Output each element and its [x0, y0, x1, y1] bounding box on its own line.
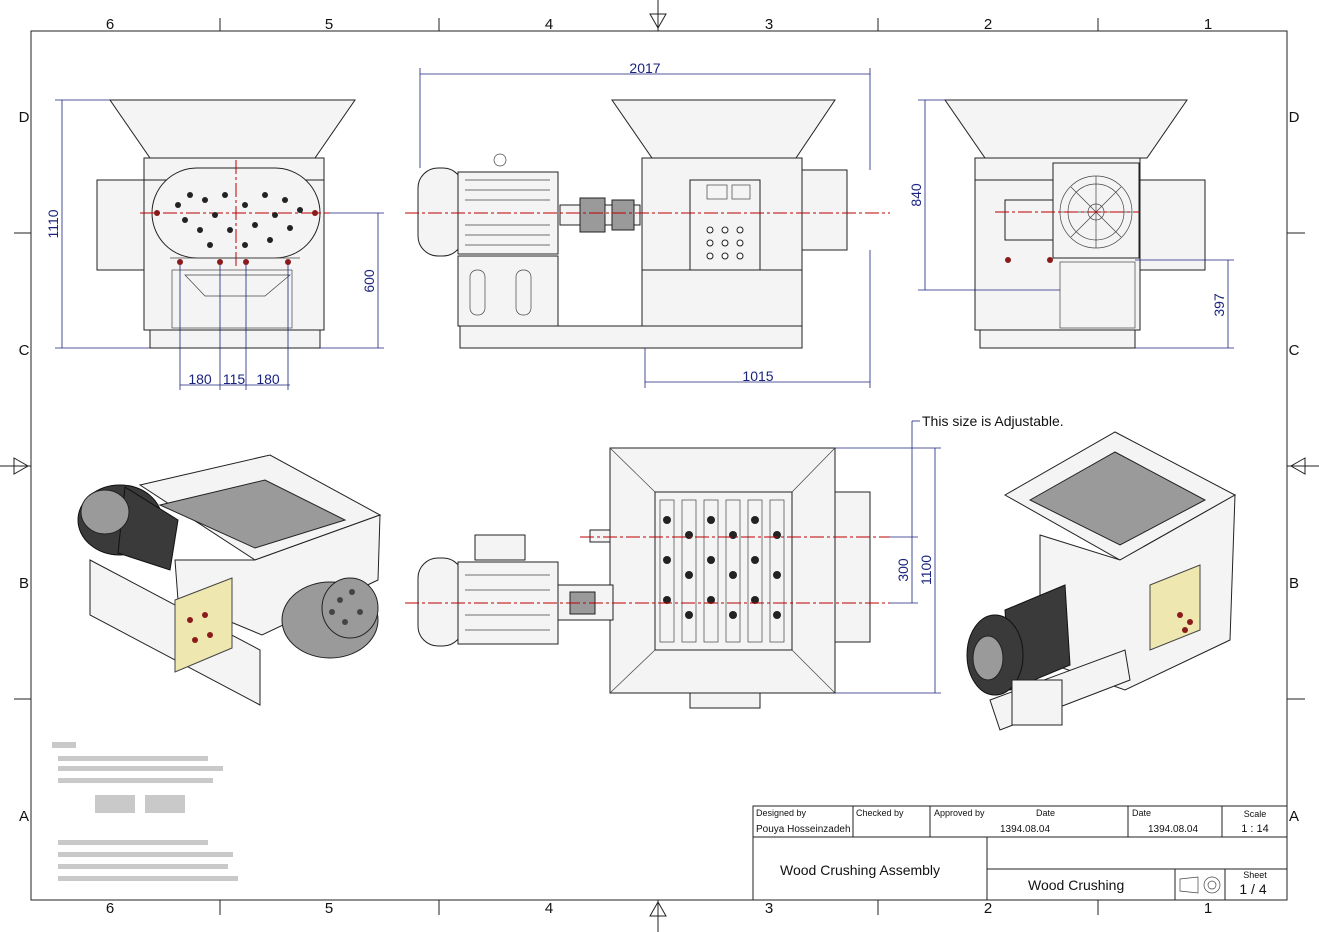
zone-col-6-top: 6 [106, 16, 114, 33]
iso-view-left [77, 454, 382, 706]
zone-row-b-left: B [19, 575, 29, 592]
scale-value: 1 : 14 [1241, 823, 1269, 835]
dim-hole-spacing-left: 180 [188, 371, 212, 387]
date-value-1: 1394.08.04 [1000, 824, 1050, 835]
zone-col-1-top: 1 [1204, 16, 1212, 33]
dim-side-height: 840 [908, 183, 924, 207]
dim-front-height: 1110 [45, 209, 61, 238]
front-holes [175, 192, 303, 248]
zone-col-3-top: 3 [765, 16, 773, 33]
zone-row-c-left: C [19, 342, 30, 359]
dim-hole-spacing-mid: 115 [223, 371, 246, 387]
end-dimension-lines [918, 99, 1234, 349]
dim-overall-length: 2017 [629, 60, 660, 76]
sheet-label: Sheet [1243, 870, 1267, 880]
zone-row-c-right: C [1289, 342, 1300, 359]
zone-ticks [14, 18, 1305, 915]
title-block [752, 805, 1288, 901]
plan-dimension-lines [835, 420, 941, 694]
sheet-value: 1 / 4 [1239, 881, 1266, 897]
zone-col-6-bottom: 6 [106, 900, 114, 917]
dim-plan-offset: 300 [895, 558, 911, 582]
end-view [944, 99, 1206, 349]
zone-col-1-bottom: 1 [1204, 900, 1212, 917]
side-view [405, 99, 890, 349]
date-label-2: Date [1132, 808, 1151, 818]
scale-label: Scale [1244, 809, 1267, 819]
front-view [96, 99, 356, 349]
plan-cutters [659, 499, 785, 643]
zone-col-2-bottom: 2 [984, 900, 992, 917]
approved-by-label: Approved by [934, 808, 985, 818]
blurred-notes [52, 742, 238, 881]
front-dimension-lines [55, 99, 384, 390]
side-dimension-lines [419, 68, 871, 388]
zone-row-d-right: D [1289, 109, 1300, 126]
plan-view [405, 447, 890, 709]
zone-row-b-right: B [1289, 575, 1299, 592]
date-label-1: Date [1036, 808, 1055, 818]
zone-col-4-top: 4 [545, 16, 553, 33]
zone-col-5-bottom: 5 [325, 900, 333, 917]
dim-plan-width: 1100 [918, 555, 934, 585]
date-value-2: 1394.08.04 [1148, 824, 1198, 835]
zone-row-a-right: A [1289, 808, 1299, 825]
zone-row-a-left: A [19, 808, 29, 825]
zone-col-2-top: 2 [984, 16, 992, 33]
zone-row-d-left: D [19, 109, 30, 126]
designed-by-label: Designed by [756, 808, 807, 818]
designed-by-value: Pouya Hosseinzadeh [756, 824, 851, 835]
drawing-title: Wood Crushing Assembly [780, 862, 940, 878]
checked-by-label: Checked by [856, 808, 904, 818]
note-adjustable: This size is Adjustable. [922, 413, 1064, 429]
zone-col-5-top: 5 [325, 16, 333, 33]
zone-col-4-bottom: 4 [545, 900, 553, 917]
zone-col-3-bottom: 3 [765, 900, 773, 917]
dim-shaft-height: 600 [361, 269, 377, 293]
dim-base-length: 1015 [742, 368, 773, 384]
drawing-subtitle: Wood Crushing [1028, 877, 1124, 893]
iso-view-right [966, 431, 1237, 731]
dim-hole-spacing-right: 180 [256, 371, 280, 387]
dim-side-shaft-height: 397 [1211, 293, 1227, 317]
